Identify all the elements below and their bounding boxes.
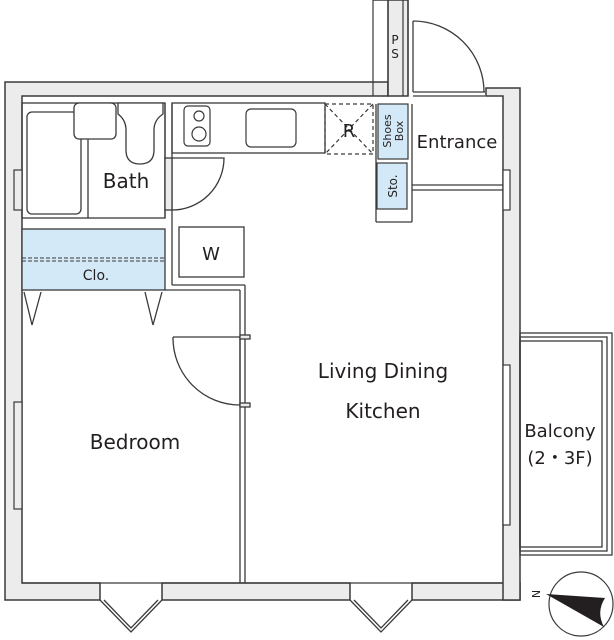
compass-icon [546, 571, 614, 637]
washer-space [178, 226, 245, 278]
closet [21, 228, 166, 291]
balcony [519, 332, 613, 556]
entrance-label: Entrance [417, 132, 498, 153]
bathtub [26, 111, 82, 215]
closet-label: Clo. [83, 268, 109, 284]
shoes-box [377, 103, 409, 160]
kitchen-sink [245, 108, 297, 148]
wall-right [485, 87, 521, 601]
storage [376, 162, 408, 210]
washer-label: W [202, 244, 220, 265]
toilet-icon [117, 102, 164, 165]
refrigerator-label: R [343, 121, 356, 142]
bedroom-label: Bedroom [90, 430, 180, 454]
sink [73, 102, 117, 140]
entrance-door [412, 20, 485, 97]
refrigerator-space [324, 103, 374, 155]
ldk-label-1: Living Dining [318, 359, 448, 383]
balcony-label-2: (2・3F) [527, 448, 592, 469]
ldk-label-2: Kitchen [345, 399, 420, 423]
wall-bottom [161, 582, 351, 601]
box-label: Box [393, 120, 406, 141]
storage-label: Sto. [386, 174, 400, 197]
ps-label-s: S [391, 47, 399, 61]
north-label: N [530, 590, 543, 598]
wall-ps [373, 0, 409, 97]
balcony-label-1: Balcony [524, 421, 596, 442]
bath-label: Bath [103, 169, 150, 193]
shoes-label: Shoes [381, 114, 394, 147]
ps-label-p: P [391, 33, 398, 47]
